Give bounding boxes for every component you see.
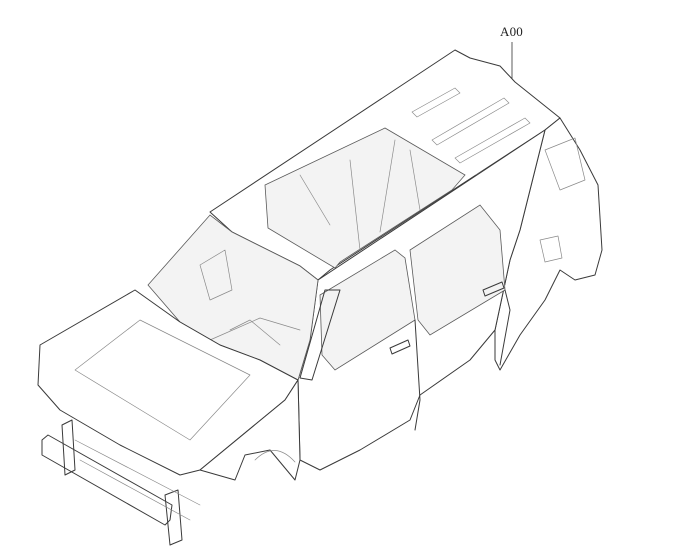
crash-box-left [61, 419, 76, 476]
b-pillar [299, 289, 341, 381]
rear-door-handle [482, 281, 505, 297]
callout-label-a00: A00 [500, 24, 523, 39]
fuel-door [539, 235, 563, 263]
front-door-seam [414, 319, 421, 431]
front-rails [74, 439, 201, 521]
cowl-cutout [199, 249, 233, 301]
front-fender [199, 379, 301, 481]
wheel-arch [254, 450, 296, 463]
front-door-handle [389, 339, 411, 355]
interior-pillars [299, 139, 421, 251]
crash-box-right [164, 489, 183, 546]
hood-inner-contour [74, 319, 251, 441]
floor-pan [209, 317, 301, 346]
sunroof-opening [264, 127, 466, 269]
rear-door-seam [499, 289, 511, 366]
rear-window-opening [544, 137, 586, 191]
